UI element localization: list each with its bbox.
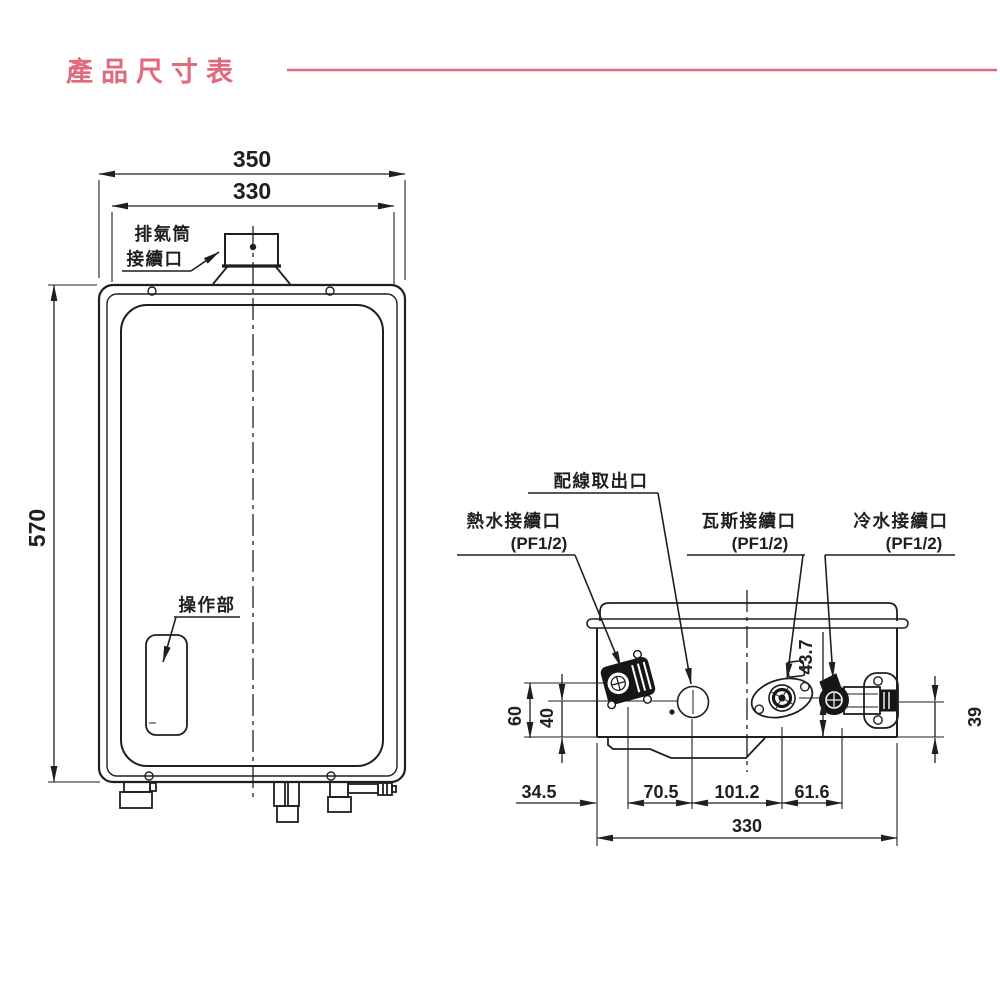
dim-43-7-text: 43.7 <box>796 639 816 674</box>
gas-leader-arrow <box>785 554 804 680</box>
dim-chain: 34.5 70.5 101.2 61.6 330 <box>516 782 898 842</box>
operation-panel <box>145 634 188 736</box>
dim-40-text: 40 <box>537 708 557 728</box>
dim-gas-43-7: 43.7 <box>796 632 827 737</box>
screw-bottom-left <box>144 771 154 781</box>
front-panel <box>120 304 384 767</box>
front-fitting-left <box>119 781 157 809</box>
dim-61-6-text: 61.6 <box>794 782 829 802</box>
front-case-seam <box>106 293 398 777</box>
dim-330-text: 330 <box>233 178 271 204</box>
exhaust-label: 排氣筒 接續口 <box>122 224 220 272</box>
gas-label-text: 瓦斯接續口 <box>702 511 797 531</box>
dim-39-text: 39 <box>965 707 985 727</box>
dim-front-350: 350 <box>98 146 406 280</box>
wiring-outlet <box>669 685 710 719</box>
cold-water-fitting <box>819 672 899 729</box>
cold-water-label-text: 冷水接續口 <box>854 511 949 531</box>
wiring-leader-arrow <box>657 492 692 685</box>
cold-water-spec-text: (PF1/2) <box>886 534 943 553</box>
dim-front-330: 330 <box>111 178 395 284</box>
dim-34-5-text: 34.5 <box>521 782 556 802</box>
dim-70-5-text: 70.5 <box>643 782 678 802</box>
hot-water-fitting <box>600 649 656 710</box>
dim-60-text: 60 <box>505 706 525 726</box>
wiring-label-text: 配線取出口 <box>554 471 649 491</box>
cold-water-leader-arrow <box>824 554 836 679</box>
screw-top-right <box>325 286 335 296</box>
hot-water-leader-arrow <box>574 554 622 668</box>
dim-wiring-40: 40 <box>537 674 566 763</box>
exhaust-label-line2: 接續口 <box>127 249 184 269</box>
bottom-ref-lines <box>524 682 944 846</box>
front-fitting-right <box>327 781 397 813</box>
bottom-recess-profile <box>607 737 766 759</box>
exhaust-label-line1: 排氣筒 <box>135 224 192 244</box>
gas-spec-text: (PF1/2) <box>732 534 789 553</box>
bottom-view: 配線取出口 熱水接續口 (PF1/2) 瓦斯接續口 (PF1/2) 冷水接續口 … <box>457 471 985 846</box>
operation-label-text: 操作部 <box>179 595 236 615</box>
exhaust-leader-arrow <box>190 251 220 272</box>
front-bottom-fittings <box>119 781 397 823</box>
dim-front-570: 570 <box>24 284 100 783</box>
page-title: 產品尺寸表 <box>66 56 241 87</box>
gas-label: 瓦斯接續口 (PF1/2) <box>687 511 805 680</box>
dim-cold-39: 39 <box>931 676 985 763</box>
title-block: 產品尺寸表 <box>66 56 997 87</box>
cold-water-label: 冷水接續口 (PF1/2) <box>824 511 955 679</box>
hot-water-label-text: 熱水接續口 <box>467 511 562 531</box>
dim-330-total-text: 330 <box>732 816 762 836</box>
bottom-rear-arch <box>599 602 898 621</box>
operation-label: 操作部 <box>162 595 240 663</box>
dim-570-text: 570 <box>24 509 50 547</box>
operation-leader-arrow <box>162 616 177 663</box>
front-view: 排氣筒 接續口 操作部 <box>24 146 407 823</box>
flue-connection <box>212 233 291 285</box>
front-outer-case <box>97 283 407 784</box>
hot-water-spec-text: (PF1/2) <box>511 534 568 553</box>
front-fitting-center <box>273 781 300 823</box>
dim-101-2-text: 101.2 <box>714 782 759 802</box>
screw-top-left <box>147 286 157 296</box>
screw-bottom-right <box>326 771 336 781</box>
hot-water-label: 熱水接續口 (PF1/2) <box>457 511 622 668</box>
dim-hot-60: 60 <box>505 682 534 739</box>
wiring-label: 配線取出口 <box>528 471 692 685</box>
dim-350-text: 350 <box>233 146 271 172</box>
